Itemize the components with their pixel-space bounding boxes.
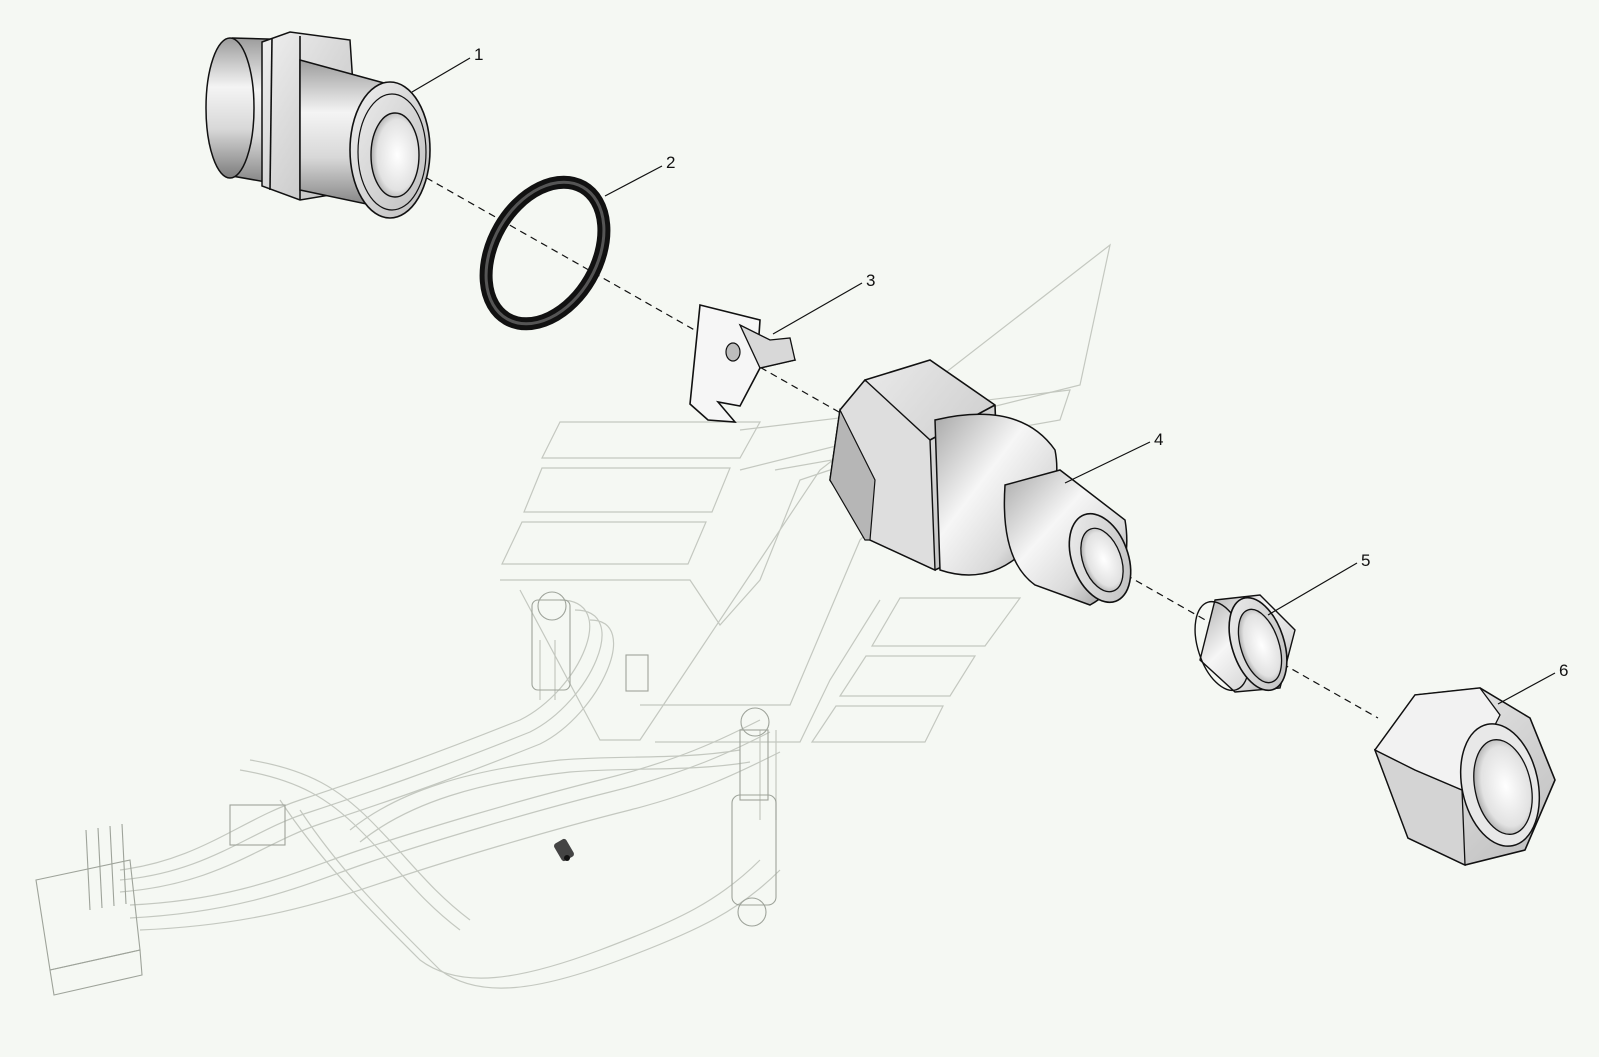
- callout-label-1: 1: [474, 45, 483, 64]
- callout-label-3: 3: [866, 271, 875, 290]
- hydraulic-cylinders: [531, 591, 777, 927]
- callout-4: 4: [1064, 430, 1163, 484]
- control-valve-block: [35, 804, 286, 996]
- background-hydraulic-assembly: [35, 243, 1111, 996]
- callout-1: 1: [411, 45, 483, 93]
- callout-5: 5: [1267, 551, 1370, 616]
- callout-3: 3: [772, 271, 875, 335]
- callout-label-5: 5: [1361, 551, 1370, 570]
- hydraulic-hose-bundle: [119, 599, 781, 989]
- callout-label-4: 4: [1154, 430, 1163, 449]
- assembly-fitting-location: [554, 838, 574, 862]
- callout-6: 6: [1497, 661, 1568, 705]
- part-5-cutting-ring: [1194, 594, 1296, 693]
- part-2-o-ring: [479, 175, 611, 331]
- callout-label-2: 2: [666, 153, 675, 172]
- callout-label-6: 6: [1559, 661, 1568, 680]
- callout-2: 2: [604, 153, 675, 197]
- part-1-threaded-union-fitting: [205, 31, 431, 219]
- part-4-hex-adapter-fitting: [829, 359, 1132, 606]
- part-6-hex-nut: [1373, 687, 1556, 867]
- part-3-lock-clip: [689, 303, 797, 423]
